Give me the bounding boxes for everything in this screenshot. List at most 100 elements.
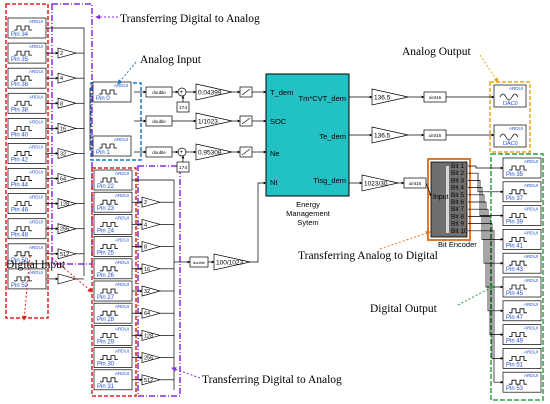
sum-block[interactable]: +: [177, 147, 187, 157]
signal-line: [468, 187, 504, 241]
digital-output-pin-block[interactable]: ARDUI Pin 41: [502, 229, 542, 250]
sum-block[interactable]: +: [177, 87, 187, 97]
energy-management-subsystem[interactable]: T_dem SOC Ne Nt Tm*CVT_dem Te_dem Tisg_d…: [265, 73, 350, 197]
gain-label: 512: [60, 252, 69, 258]
gain-block-512[interactable]: 512: [141, 374, 162, 386]
gain-ne[interactable]: 0.95308: [195, 143, 233, 161]
saturation-block[interactable]: [239, 146, 253, 158]
pin-block-tag: ARDUI: [524, 349, 538, 354]
square-wave-icon: [14, 75, 32, 81]
pointer-digital-input: [21, 255, 31, 321]
gain-block-128[interactable]: 128: [57, 198, 78, 210]
square-wave-icon: [100, 177, 118, 183]
saturation-block[interactable]: [239, 115, 253, 127]
square-wave-icon: [14, 176, 32, 181]
block-label: double: [152, 150, 166, 155]
gain-block-32[interactable]: 32: [141, 285, 162, 297]
gain-block-4[interactable]: 4: [141, 218, 162, 230]
uint16-convert-block[interactable]: uint16: [423, 91, 447, 103]
gain-block-8[interactable]: 8: [141, 241, 162, 253]
pin-label: Pin 1: [96, 150, 110, 156]
gain-block-2[interactable]: 2: [57, 47, 78, 59]
encoder-bit-label: Bit 8: [451, 213, 464, 220]
gain-tisg[interactable]: 1023/30: [361, 174, 399, 192]
encoder-input-label: Input: [433, 194, 449, 201]
gain-block-16[interactable]: 16: [141, 263, 162, 275]
pointer-analog-input: [117, 61, 137, 85]
gain-block-64[interactable]: 64: [141, 307, 162, 319]
constant-174[interactable]: 174: [176, 101, 190, 113]
bit-encoder-block[interactable]: Input: [427, 158, 471, 241]
gain-block-128[interactable]: 128: [141, 329, 162, 341]
gain-out-1[interactable]: 136.5: [371, 88, 409, 106]
pin-block-tag: ARDUI: [114, 83, 128, 88]
gain-label: 128: [144, 333, 153, 339]
gain-t_dem[interactable]: 0.04399: [195, 83, 233, 101]
saturation-block[interactable]: [239, 86, 253, 98]
pin-label: Pin 36: [11, 82, 29, 88]
double-convert-block[interactable]: double: [145, 86, 173, 98]
pin-block-tag: ARDUI: [524, 230, 538, 235]
double-convert-block[interactable]: double: [145, 146, 173, 158]
square-wave-icon: [14, 226, 32, 232]
gain-block-32[interactable]: 32: [57, 147, 78, 159]
gain-block-16[interactable]: 16: [57, 122, 78, 134]
gain-block-4[interactable]: 4: [57, 72, 78, 84]
gain-block-512[interactable]: 512: [57, 248, 78, 260]
pin-label: Pin 50: [11, 258, 29, 264]
dac-label: DAC0: [503, 141, 518, 147]
pin-label: Pin 41: [506, 243, 524, 249]
double-convert-block[interactable]: double: [189, 256, 209, 268]
constant-174[interactable]: 174: [176, 161, 190, 173]
gain-block-2[interactable]: 2: [141, 196, 162, 208]
gain-block-8[interactable]: 8: [57, 97, 78, 109]
uint16-convert-block[interactable]: uint16: [423, 129, 447, 141]
gain-nt[interactable]: 100/1023: [213, 253, 251, 271]
double-convert-block[interactable]: double: [145, 115, 173, 127]
gain-soc[interactable]: 1/1023: [195, 112, 233, 130]
gain-out-2[interactable]: 136.5: [371, 126, 409, 144]
gain-block-256[interactable]: 256: [57, 223, 78, 235]
pin-label: Pin 43: [506, 267, 524, 273]
gain-block-64[interactable]: 64: [57, 173, 78, 185]
gain-block-undefined[interactable]: [57, 273, 78, 285]
subsystem-input-ne: Ne: [270, 149, 280, 158]
uint16-convert-block[interactable]: uint16: [403, 177, 427, 189]
gain-block-256[interactable]: 256: [141, 352, 162, 364]
